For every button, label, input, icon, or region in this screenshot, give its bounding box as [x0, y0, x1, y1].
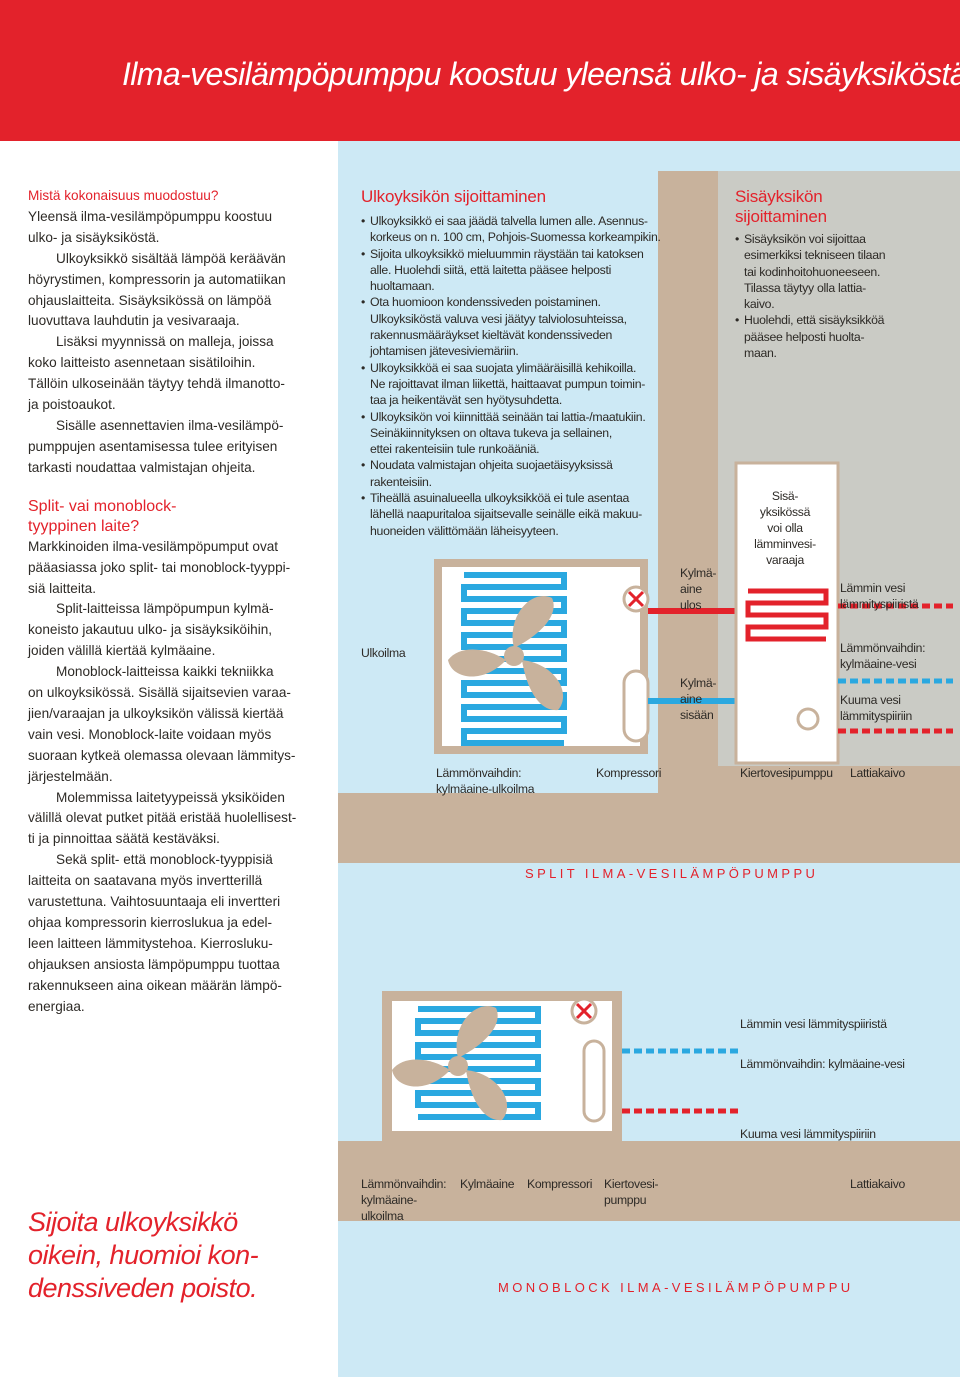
left-column: Mistä kokonaisuus muodostuu? Yleensä ilm… — [28, 186, 318, 1018]
monoblock-water-lines — [622, 1048, 738, 1114]
label-compressor: Kompressori — [527, 1177, 593, 1191]
split-line: vain vesi. Monoblock-laite voidaan myös — [28, 726, 272, 742]
outdoor-item: Tiheällä asuinalueella ulkoyksikköä ei t… — [361, 490, 661, 539]
split-heading: tyyppinen laite? — [28, 517, 140, 535]
intro-line: höyrystimen, kompressorin ja automatiika… — [28, 271, 286, 287]
split-line: Monoblock-laitteissa kaikki tekniikka — [56, 664, 274, 680]
outdoor-item: Noudata valmistajan ohjeita suojaetäisyy… — [361, 457, 661, 490]
valve-cross — [627, 590, 645, 608]
compressor-icon — [582, 1039, 606, 1123]
split-line: siä laitteita. — [28, 580, 97, 596]
split-line: koneisto jakautuu ulko- ja sisäyksiköihi… — [28, 622, 273, 638]
split-title: SPLIT ILMA-VESILÄMPÖPUMPPU — [525, 866, 819, 881]
pull-quote-line: denssiveden poisto. — [28, 1273, 258, 1303]
split-line: pääasiassa joko split- tai monoblock-tyy… — [28, 559, 291, 575]
split-line: varustettuna. Vaihtosuuntaaja eli invert… — [28, 894, 281, 910]
split-line: leen laitteen lämmitystehoa. Kierrosluku… — [28, 935, 273, 951]
indoor-coil — [745, 588, 829, 642]
intro-line: Sisälle asennettavien ilma-vesilämpö- — [56, 417, 284, 433]
split-line: on ulkoyksikössä. Sisällä sijaitsevien v… — [28, 685, 291, 701]
intro-line: Lisäksi myynnissä on malleja, joissa — [56, 334, 274, 350]
split-line: jien/varaajan ja ulkoyksikön välissä kie… — [28, 705, 284, 721]
floor — [718, 766, 960, 793]
intro-line: Tällöin ulkoseinään täytyy tehdä ilmanot… — [28, 376, 285, 392]
pull-quote-line: Sijoita ulkoyksikkö — [28, 1207, 238, 1237]
label-heat-exchanger: Lämmönvaihdin:kylmäaine-ulkoilma — [361, 1177, 447, 1223]
label-circulation-pump: Kiertovesipumppu — [740, 766, 833, 780]
label-circulation-pump: Kiertovesi-pumppu — [604, 1177, 659, 1207]
split-line: laitteita on saatavana myös invertterill… — [28, 873, 263, 889]
split-line: välillä olevat putket pitää eristää huol… — [28, 810, 297, 826]
outdoor-item: Ulkoyksikön voi kiinnittää seinään tai l… — [361, 409, 661, 458]
intro-line: Yleensä ilma-vesilämpöpumppu koostuu — [28, 208, 273, 224]
intro-line: ohjauslaitteita. Sisäyksikössä on lämpöä — [28, 292, 272, 308]
compressor-icon — [622, 669, 650, 743]
outdoor-placement-heading: Ulkoyksikön sijoittaminen — [361, 187, 546, 206]
split-line: energiaa. — [28, 998, 85, 1014]
split-line: ohjauksen ansiosta lämpöpumppu tuottaa — [28, 956, 280, 972]
split-line: suoraan kytkeä olemassa olevaan lämmitys… — [28, 747, 296, 763]
pull-quote: Sijoita ulkoyksikkö oikein, huomioi kon-… — [28, 1206, 318, 1305]
intro-line: ja poistoaukot. — [28, 397, 116, 413]
split-line: Sekä split- että monoblock-tyyppisiä — [56, 852, 273, 868]
split-line: Molemmissa laitetyypeissä yksiköiden — [56, 789, 285, 805]
split-line: järjestelmään. — [28, 768, 113, 784]
outdoor-placement: Ulkoyksikön sijoittaminen Ulkoyksikkö ei… — [361, 187, 661, 539]
outdoor-item: Sijoita ulkoyksikkö mieluummin räystään … — [361, 246, 661, 295]
monoblock-coil — [415, 1006, 541, 1120]
title-banner: Ilma-vesilämpöpumppu koostuu yleensä ulk… — [0, 0, 960, 141]
ground — [338, 793, 960, 863]
monoblock-title: MONOBLOCK ILMA-VESILÄMPÖPUMPPU — [498, 1280, 854, 1295]
split-line: Markkinoiden ilma-vesilämpöpumput ovat — [28, 538, 279, 554]
ground-monoblock — [338, 1141, 960, 1221]
intro-heading: Mistä kokonaisuus muodostuu? — [28, 188, 219, 203]
intro-line: tarkasti noudattaa valmistajan ohjeita. — [28, 459, 256, 475]
outdoor-item: Ulkoyksikkö ei saa jäädä talvella lumen … — [361, 213, 661, 246]
label-refrigerant: Kylmäaine — [460, 1177, 515, 1191]
outdoor-item: Ota huomioon kondenssiveden poistaminen.… — [361, 294, 661, 359]
outdoor-item: Ulkoyksikköä ei saa suojata ylimääräisil… — [361, 360, 661, 409]
label-outdoor-air: Ulkoilma — [361, 646, 406, 660]
split-line: rakennukseen aina oikean määrän lämpö- — [28, 977, 282, 993]
split-line: Split-laitteissa lämpöpumpun kylmä- — [56, 601, 274, 617]
pump-icon — [796, 707, 820, 731]
house-wall — [658, 171, 718, 793]
heating-circuit — [838, 603, 953, 734]
split-line: ohjaa kompressorin kierroslukua ja edel- — [28, 915, 273, 930]
label-warm-water: Lämmin vesi lämmityspiiristä — [740, 1017, 887, 1031]
label-floor-drain: Lattiakaivo — [850, 766, 905, 780]
intro-line: luovuttava lauhdutin ja vesivaraaja. — [28, 313, 240, 329]
label-heat-exchanger: Lämmönvaihdin:kylmäaine-ulkoilma — [436, 766, 535, 796]
label-hot-water: Kuuma vesi lämmityspiiriin — [740, 1127, 876, 1141]
intro-line: pumppujen asentamisessa tulee erityisen — [28, 438, 278, 454]
label-floor-drain: Lattiakaivo — [850, 1177, 905, 1191]
label-compressor: Kompressori — [596, 766, 662, 780]
page-title: Ilma-vesilämpöpumppu koostuu yleensä ulk… — [122, 56, 960, 92]
intro-line: koko laitteisto asennetaan sisätiloihin. — [28, 355, 256, 371]
label-hx-water: Lämmönvaihdin:kylmäaine-vesi — [840, 641, 926, 671]
split-line: ti ja pinnoittaa säätä kestäväksi. — [28, 831, 220, 847]
split-heading: Split- vai monoblock- — [28, 497, 177, 515]
label-hx-water: Lämmönvaihdin: kylmäaine-vesi — [740, 1057, 905, 1071]
split-line: joiden välillä kiertää kylmäaine. — [28, 643, 216, 659]
intro-line: ulko- ja sisäyksiköstä. — [28, 229, 160, 245]
intro-line: Ulkoyksikkö sisältää lämpöä keräävän — [56, 250, 286, 266]
pull-quote-line: oikein, huomioi kon- — [28, 1240, 259, 1270]
valve-cross — [575, 1002, 593, 1020]
